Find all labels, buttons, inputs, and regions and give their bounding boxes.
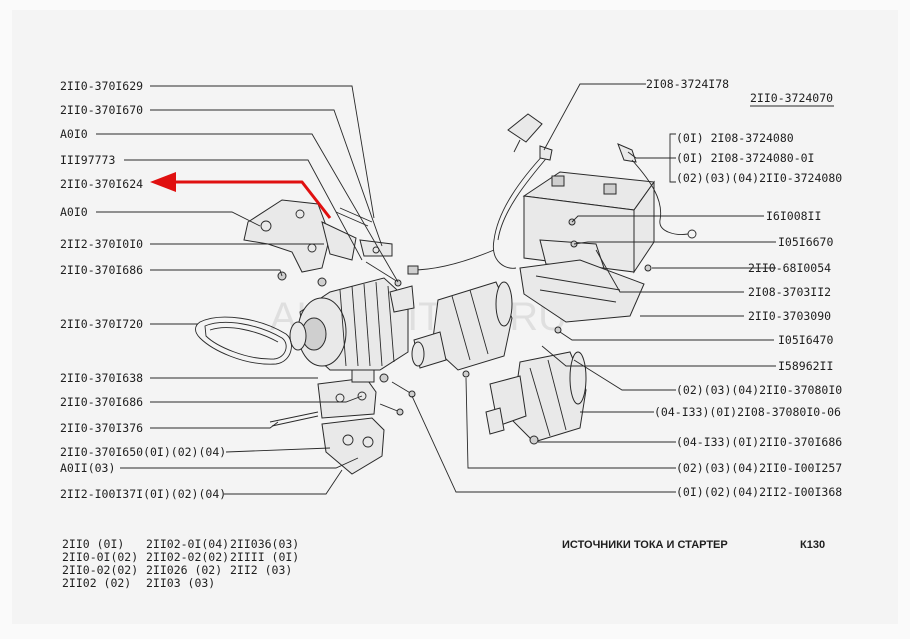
footer: 2II0 (0I) 2II02-0I(04) 2II036(03) 2II0-0… xyxy=(62,537,825,590)
left-leader-lines xyxy=(96,85,399,495)
part-label: 2II2-I00I37I(0I)(02)(04) xyxy=(60,487,226,501)
part-label: 2I08-3724I78 xyxy=(646,77,729,91)
right-labels: 2I08-3724I78 2II0-3724070 (0I) 2I08-3724… xyxy=(646,77,842,499)
part-label: 2II0-370I629 xyxy=(60,79,143,93)
model-code: 2II02-02(02) xyxy=(146,550,229,564)
part-label: I05I6470 xyxy=(778,333,833,347)
section-title: ИСТОЧНИКИ ТОКА И СТАРТЕР xyxy=(562,539,728,551)
part-label-highlighted: 2II0-370I624 xyxy=(60,177,143,191)
model-code: 2IIII (0I) xyxy=(230,550,299,564)
part-label: 2I08-3703II2 xyxy=(748,285,831,299)
part-label: (02)(03)(04)2II0-I00I257 xyxy=(676,461,842,475)
model-code: 2II2 (03) xyxy=(230,563,292,577)
part-label: 2II0-370I720 xyxy=(60,317,143,331)
part-label: 2II0-370I670 xyxy=(60,103,143,117)
starter-upper-drawing xyxy=(411,281,513,378)
model-code: 2II0-02(02) xyxy=(62,563,138,577)
left-labels: 2II0-370I629 2II0-370I670 А0I0 III97773 … xyxy=(60,79,226,501)
part-label: (04-I33)(0I)2II0-370I686 xyxy=(676,435,842,449)
part-label: 2II0-3724070 xyxy=(750,91,833,105)
cables-drawing xyxy=(407,113,697,275)
part-label: (02)(03)(04)2II0-3724080 xyxy=(676,171,842,185)
part-label: 2II2-370I0I0 xyxy=(60,237,143,251)
part-label: 2II0-370I686 xyxy=(60,395,143,409)
part-label: 2II0-370I376 xyxy=(60,421,143,435)
model-code: 2II02 (02) xyxy=(62,576,131,590)
part-label: I05I6670 xyxy=(778,235,833,249)
part-label: 2II0-370I686 xyxy=(60,263,143,277)
part-label: (0I) 2I08-3724080-0I xyxy=(676,151,814,165)
part-label: I6I008II xyxy=(766,209,821,223)
part-label: 2II0-3703090 xyxy=(748,309,831,323)
model-code: 2II0 (0I) xyxy=(62,537,124,551)
part-label: А0I0 xyxy=(60,205,88,219)
part-label: 2II0-370I650(0I)(02)(04) xyxy=(60,445,226,459)
battery-drawing xyxy=(519,171,655,334)
highlight-arrow xyxy=(150,172,332,219)
model-code: 2II0-0I(02) xyxy=(62,550,138,564)
alternator-bracket-drawing xyxy=(243,199,402,287)
part-label: III97773 xyxy=(60,153,115,167)
right-leader-lines xyxy=(411,83,776,493)
starter-lower-drawing xyxy=(485,351,587,445)
model-code: 2II02-0I(04) xyxy=(146,537,229,551)
part-label: А0I0 xyxy=(60,127,88,141)
alternator-drawing xyxy=(289,277,415,371)
part-label: 2II0-370I638 xyxy=(60,371,143,385)
part-label: (0I)(02)(04)2II2-I00I368 xyxy=(676,485,842,499)
part-label: 2II0-68I0054 xyxy=(748,261,831,275)
model-code: 2II03 (03) xyxy=(146,576,215,590)
page-code: К130 xyxy=(800,539,825,551)
part-label: I58962II xyxy=(778,359,833,373)
part-label: (02)(03)(04)2II0-37080I0 xyxy=(676,383,842,397)
model-code: 2II036(03) xyxy=(230,537,299,551)
lower-bracket-drawing xyxy=(269,369,416,475)
model-code: 2II026 (02) xyxy=(146,563,222,577)
belt-drawing xyxy=(195,316,292,365)
part-label: (04-I33)(0I)2I08-37080I0-06 xyxy=(654,405,841,419)
part-label: А0II(03) xyxy=(60,461,115,475)
part-label: (0I) 2I08-3724080 xyxy=(676,131,794,145)
